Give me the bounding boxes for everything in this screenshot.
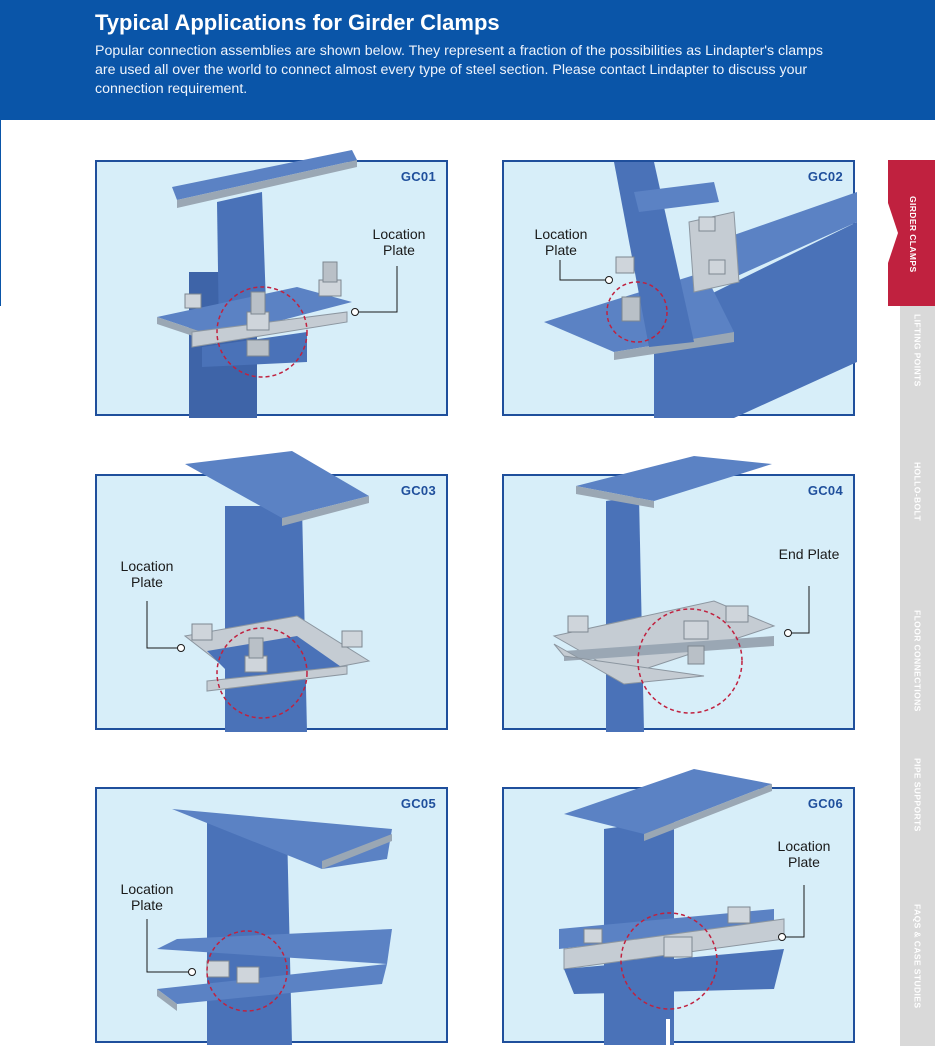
tab-pipe-supports[interactable]: PIPE SUPPORTS: [900, 750, 935, 898]
page-header: Typical Applications for Girder Clamps P…: [0, 0, 935, 120]
assembly-code: GC02: [807, 169, 843, 184]
assembly-code: GC06: [807, 796, 843, 811]
tab-label: FAQS & CASE STUDIES: [912, 904, 923, 1009]
callout-label: Location Plate: [120, 881, 174, 913]
intro-text: Popular connection assemblies are shown …: [95, 43, 823, 97]
gc01-illustration: [157, 150, 398, 418]
assembly-code: GC01: [400, 169, 436, 184]
panel-gc05: GC05 Location Plate: [95, 787, 448, 1045]
tab-lifting-points[interactable]: LIFTING POINTS: [900, 306, 935, 456]
panel-gc01: GC01 Location Plate: [95, 150, 448, 418]
tab-faqs-case-studies[interactable]: FAQS & CASE STUDIES: [900, 896, 935, 1048]
tab-label: GIRDER CLAMPS: [908, 196, 918, 273]
callout-label: Location Plate: [777, 838, 831, 870]
page-title: Typical Applications for Girder Clamps: [95, 10, 500, 35]
assembly-code: GC05: [400, 796, 436, 811]
tab-label: FLOOR CONNECTIONS: [912, 610, 923, 712]
assembly-code: GC04: [807, 483, 843, 498]
left-border-line: [0, 120, 1, 306]
gc03-illustration: [146, 451, 371, 732]
panel-gc02: GC02 Location Plate: [502, 160, 857, 418]
gc05-illustration: [146, 809, 392, 1045]
tab-label: LIFTING POINTS: [912, 314, 923, 387]
tab-floor-connections[interactable]: FLOOR CONNECTIONS: [900, 602, 935, 752]
panel-gc04: GC04 End Plate: [502, 456, 855, 732]
assembly-code: GC03: [400, 483, 436, 498]
panel-gc06: GC06 Location Plate: [502, 769, 855, 1045]
panel-gc03: GC03 Location Plate: [95, 451, 448, 732]
callout-label: Location Plate: [372, 226, 426, 258]
callout-label: Location Plate: [120, 558, 174, 590]
tab-label: PIPE SUPPORTS: [912, 758, 923, 832]
tab-girder-clamps[interactable]: GIRDER CLAMPS: [888, 160, 935, 308]
section-tabs: GIRDER CLAMPS LIFTING POINTS HOLLO-BOLT …: [888, 160, 939, 1048]
gc04-illustration: [552, 456, 810, 732]
tab-label: HOLLO-BOLT: [912, 462, 923, 522]
tab-hollo-bolt[interactable]: HOLLO-BOLT: [900, 454, 935, 604]
callout-label: Location Plate: [534, 226, 588, 258]
gc02-illustration: [544, 162, 857, 418]
callout-label: End Plate: [778, 546, 840, 562]
gc06-illustration: [559, 769, 805, 1045]
